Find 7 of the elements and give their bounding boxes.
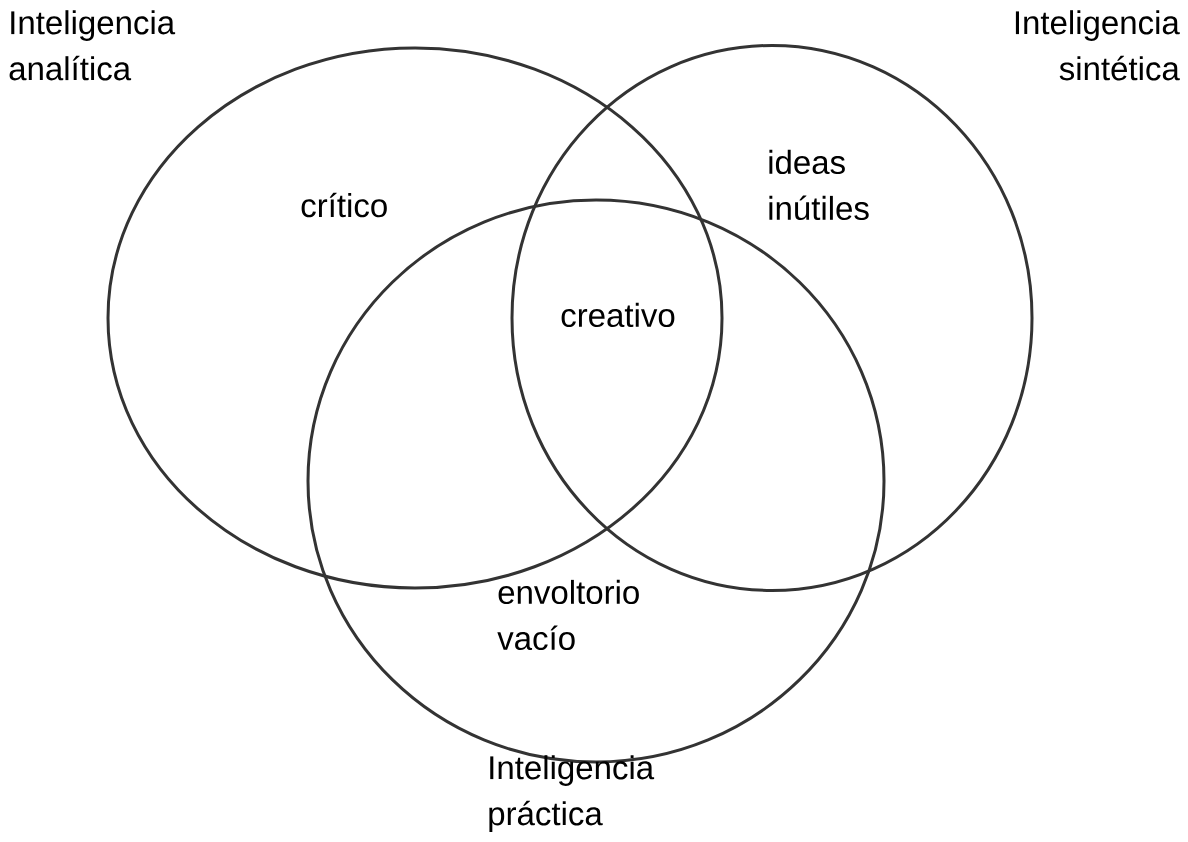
- circle-heading: Inteligencia sintética: [1015, 10, 1180, 81]
- circle-heading: Inteligencia analítica: [9, 10, 176, 81]
- region-label: crítico: [301, 192, 387, 218]
- region-label: envoltorio vacío: [497, 579, 639, 651]
- region-label: ideas inútiles: [769, 149, 869, 221]
- region-label: creativo: [561, 302, 675, 328]
- circle-heading: Inteligencia práctica: [489, 755, 655, 832]
